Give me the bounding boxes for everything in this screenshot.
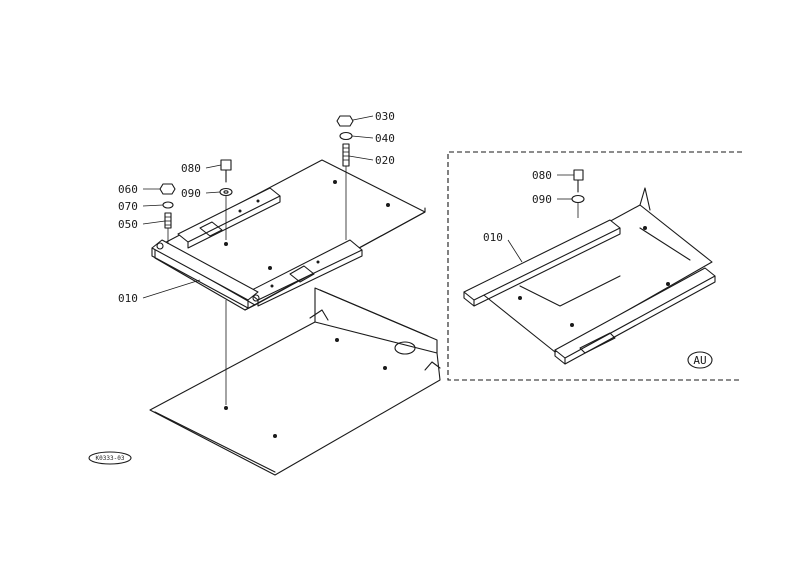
svg-text:010: 010	[483, 231, 503, 244]
nut-030	[336, 115, 354, 127]
stud-020	[342, 143, 350, 240]
svg-text:010: 010	[118, 292, 138, 305]
callout-040: 040	[351, 132, 395, 145]
nut-060	[159, 183, 176, 195]
seat-rail-left	[177, 187, 281, 249]
base-plate	[149, 287, 441, 476]
au-variant-frame	[447, 151, 742, 381]
callout-030: 030	[352, 110, 395, 123]
callout-060: 060	[118, 183, 160, 196]
au-variant-badge: AU	[687, 351, 713, 369]
washer-070	[162, 201, 174, 209]
svg-text:K0333-03: K0333-03	[96, 455, 125, 462]
seat-front-bar	[151, 239, 260, 309]
callout-050: 050	[118, 218, 166, 231]
svg-text:050: 050	[118, 218, 138, 231]
au-rail-right	[554, 267, 716, 365]
callout-080: 080	[181, 162, 222, 175]
callout-070: 070	[118, 200, 164, 213]
callout-020: 020	[348, 154, 395, 167]
svg-text:090: 090	[532, 193, 552, 206]
svg-text:030: 030	[375, 110, 395, 123]
au-rail-left	[463, 219, 621, 307]
stud-050	[164, 212, 172, 244]
svg-text:070: 070	[118, 200, 138, 213]
drawing-code-badge: K0333-03	[88, 451, 132, 465]
callout-090: 090	[181, 187, 221, 200]
svg-text:020: 020	[375, 154, 395, 167]
svg-text:040: 040	[375, 132, 395, 145]
callout-010: 010	[118, 279, 201, 305]
svg-text:090: 090	[181, 187, 201, 200]
svg-text:080: 080	[181, 162, 201, 175]
washer-090	[219, 187, 233, 197]
svg-text:060: 060	[118, 183, 138, 196]
au-washer-090	[571, 194, 585, 218]
au-knob-bolt-080	[573, 169, 584, 193]
au-callout-080: 080	[532, 169, 574, 182]
knob-bolt-080	[220, 159, 232, 240]
seat-rail-right	[247, 239, 363, 307]
au-callout-090: 090	[532, 193, 572, 206]
washer-040	[339, 131, 353, 141]
svg-text:AU: AU	[693, 354, 706, 367]
au-callout-010: 010	[483, 231, 523, 263]
svg-text:080: 080	[532, 169, 552, 182]
au-cross-bar	[519, 227, 691, 307]
